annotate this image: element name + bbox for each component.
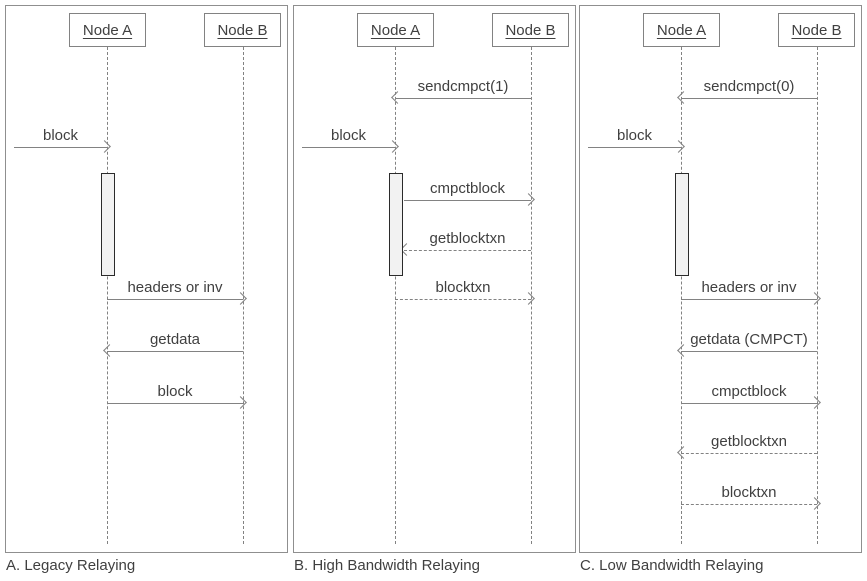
message-label: block [157, 383, 193, 400]
lifeline-node-b [243, 47, 244, 544]
lifeline-node-b [531, 47, 532, 544]
actor-label-node-b: Node B [791, 21, 842, 39]
panel-low-bandwidth-relaying: sendcmpct(0) block headers or inv getdata (… [579, 5, 862, 580]
messages-layer: sendcmpct(0) block headers or inv getdata (… [580, 6, 861, 552]
message-label: block [42, 127, 79, 144]
message-line [681, 299, 817, 300]
message-line [681, 351, 817, 352]
message-line [302, 147, 395, 148]
message-line [107, 351, 243, 352]
actor-label-node-b: Node B [505, 21, 556, 39]
panel-caption: B. High Bandwidth Relaying [294, 557, 480, 574]
panel-legacy-relaying: block headers or inv getdata block Node A N… [5, 5, 288, 580]
message-label: getblocktxn [429, 230, 506, 247]
message-line [681, 98, 817, 99]
messages-layer: sendcmpct(1) block cmpctblock getblocktxn bl… [294, 6, 575, 552]
message-label: blocktxn [721, 484, 777, 501]
message-label: block [616, 127, 653, 144]
message-label: sendcmpct(0) [703, 78, 795, 95]
message-line [588, 147, 681, 148]
actor-box-node-a: Node A [69, 13, 146, 47]
actor-box-node-a: Node A [643, 13, 720, 47]
message-line [404, 200, 531, 201]
activation-bar [675, 173, 689, 276]
diagram-frame: block headers or inv getdata block Node A N… [5, 5, 288, 553]
lifeline-node-a [107, 47, 108, 544]
actor-label-node-b: Node B [217, 21, 268, 39]
activation-bar [389, 173, 403, 276]
message-line [395, 299, 531, 300]
lifeline-node-b [817, 47, 818, 544]
message-line [681, 453, 817, 454]
actor-box-node-a: Node A [357, 13, 434, 47]
actor-box-node-b: Node B [204, 13, 281, 47]
lifeline-node-a [395, 47, 396, 544]
message-label: getdata (CMPCT) [690, 331, 808, 348]
panel-caption: C. Low Bandwidth Relaying [580, 557, 764, 574]
message-label: headers or inv [701, 279, 797, 296]
message-label: cmpctblock [429, 180, 506, 197]
message-line [395, 98, 531, 99]
actor-label-node-a: Node A [370, 21, 421, 39]
message-line [107, 299, 243, 300]
message-label: headers or inv [127, 279, 223, 296]
panel-high-bandwidth-relaying: sendcmpct(1) block cmpctblock getblocktxn bl… [293, 5, 576, 580]
diagram-frame: sendcmpct(1) block cmpctblock getblocktxn bl… [293, 5, 576, 553]
message-label: sendcmpct(1) [417, 78, 509, 95]
message-label: getblocktxn [711, 433, 787, 450]
activation-bar [101, 173, 115, 276]
diagram-frame: sendcmpct(0) block headers or inv getdata (… [579, 5, 862, 553]
message-line [404, 250, 531, 251]
actor-box-node-b: Node B [778, 13, 855, 47]
actor-label-node-a: Node A [656, 21, 707, 39]
lifeline-node-a [681, 47, 682, 544]
messages-layer: block headers or inv getdata block [6, 6, 287, 552]
message-line [681, 403, 817, 404]
actor-label-node-a: Node A [82, 21, 133, 39]
message-line [107, 403, 243, 404]
actor-box-node-b: Node B [492, 13, 569, 47]
message-line [14, 147, 107, 148]
panel-caption: A. Legacy Relaying [6, 557, 136, 574]
message-label: block [330, 127, 367, 144]
message-line [681, 504, 817, 505]
message-label: cmpctblock [711, 383, 787, 400]
message-label: getdata [149, 331, 201, 348]
message-label: blocktxn [435, 279, 491, 296]
